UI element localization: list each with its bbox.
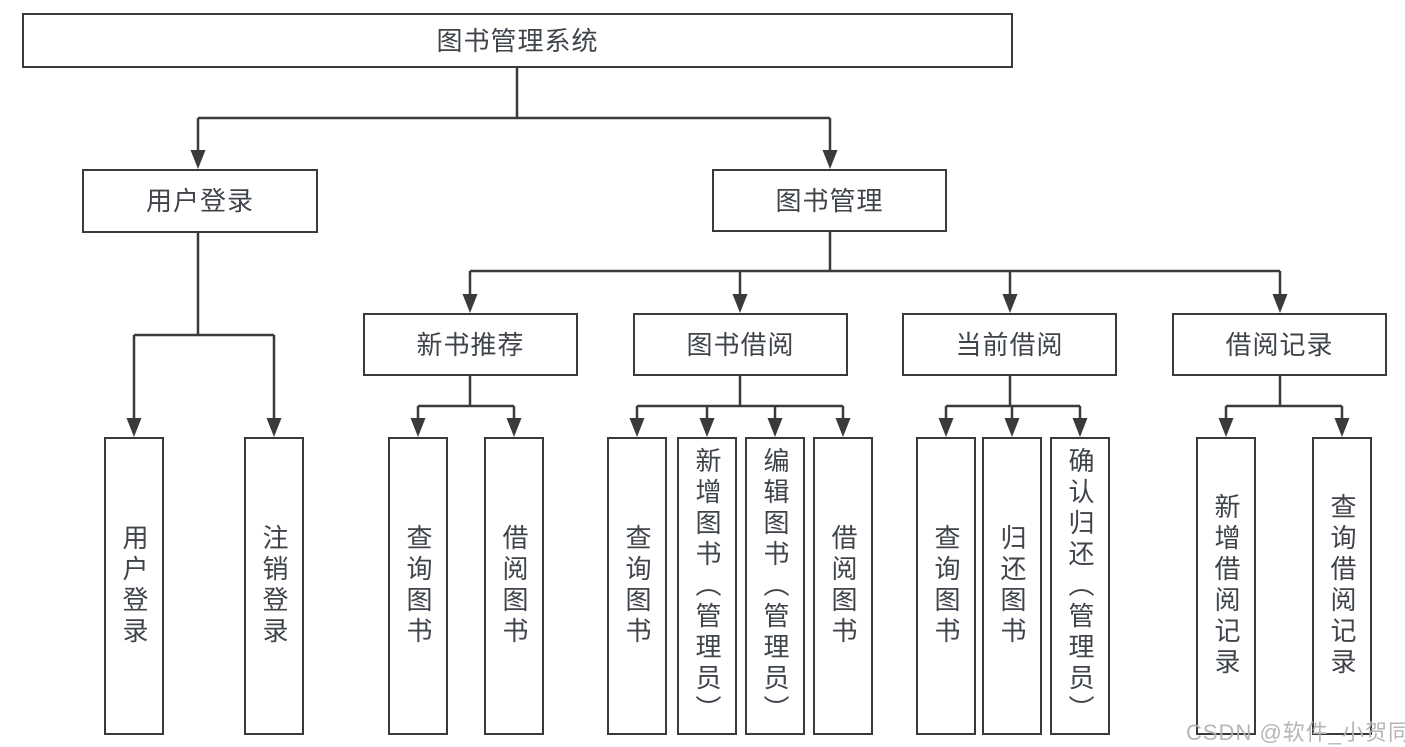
- node-query-books-borrow: 查询图书: [607, 437, 667, 735]
- node-query-books-recommend: 查询图书: [388, 437, 448, 735]
- node-borrow-records: 借阅记录: [1172, 313, 1387, 376]
- node-label: 注销登录: [259, 524, 289, 648]
- node-label: 新增图书（管理员）: [692, 446, 722, 726]
- node-label: 查询图书: [931, 524, 961, 648]
- node-logout-action: 注销登录: [244, 437, 304, 735]
- csdn-watermark: CSDN @软件_小贺同学: [1186, 720, 1405, 745]
- node-query-books-current: 查询图书: [916, 437, 976, 735]
- node-label: 图书管理: [775, 185, 884, 216]
- node-label: 图书管理系统: [436, 25, 599, 56]
- node-label: 借阅图书: [828, 524, 858, 648]
- node-label: 借阅记录: [1225, 329, 1334, 360]
- node-label: 当前借阅: [955, 329, 1064, 360]
- node-user-login-action: 用户登录: [104, 437, 164, 735]
- node-borrow-books-recommend: 借阅图书: [484, 437, 544, 735]
- node-new-book-recommend: 新书推荐: [363, 313, 578, 376]
- node-book-borrow: 图书借阅: [633, 313, 848, 376]
- node-label: 用户登录: [119, 524, 149, 648]
- node-current-borrow: 当前借阅: [902, 313, 1117, 376]
- node-book-management: 图书管理: [712, 169, 947, 232]
- node-query-borrow-record: 查询借阅记录: [1312, 437, 1372, 735]
- node-label: 归还图书: [997, 524, 1027, 648]
- node-label: 编辑图书（管理员）: [760, 446, 790, 726]
- node-label: 确认归还（管理员）: [1065, 446, 1095, 726]
- node-add-books-admin: 新增图书（管理员）: [677, 437, 737, 735]
- node-user-login: 用户登录: [82, 169, 318, 233]
- node-root: 图书管理系统: [22, 13, 1013, 68]
- connector-path: [132, 68, 1344, 422]
- node-label: 图书借阅: [686, 329, 795, 360]
- node-label: 用户登录: [145, 186, 254, 216]
- node-add-borrow-record: 新增借阅记录: [1196, 437, 1256, 735]
- node-edit-books-admin: 编辑图书（管理员）: [745, 437, 805, 735]
- node-label: 查询借阅记录: [1327, 493, 1357, 679]
- arrowheads: [126, 150, 1350, 437]
- node-label: 查询图书: [622, 524, 652, 648]
- node-label: 新增借阅记录: [1211, 493, 1241, 679]
- node-label: 查询图书: [403, 524, 433, 648]
- node-borrow-books: 借阅图书: [813, 437, 873, 735]
- node-return-books: 归还图书: [982, 437, 1042, 735]
- node-confirm-return-admin: 确认归还（管理员）: [1050, 437, 1110, 735]
- node-label: 借阅图书: [499, 524, 529, 648]
- node-label: 新书推荐: [416, 329, 525, 360]
